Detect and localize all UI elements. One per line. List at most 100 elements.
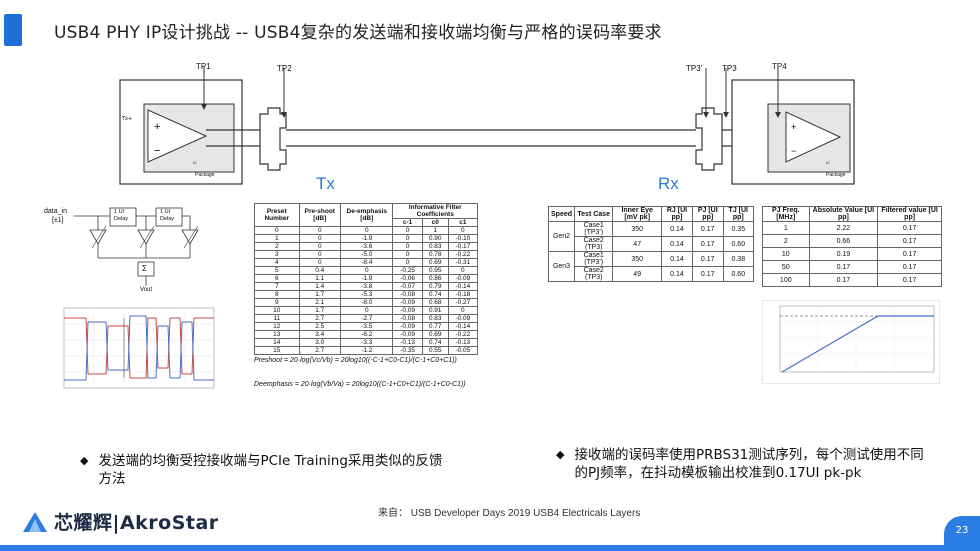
- table-cell: 0.14: [661, 221, 693, 237]
- svg-text:Tx+: Tx+: [121, 116, 132, 122]
- table-cell: -0.08: [392, 290, 423, 299]
- table-cell: 0.74: [421, 338, 449, 347]
- tap-c-1-icon: [89, 229, 107, 245]
- bullet-right: ◆ 接收端的误码率使用PRBS31测试序列，每个测试使用不同的PJ频率，在抖动模…: [556, 446, 946, 482]
- table-cell: 0: [340, 266, 394, 275]
- tx-amplifier-icon: [147, 109, 208, 163]
- link-diagram: + − Tx+ + −: [119, 66, 855, 185]
- table-cell: -0.35: [392, 346, 423, 355]
- table-cell: -0.09: [447, 314, 479, 323]
- jitter-mask-plot: [762, 300, 940, 384]
- table-cell: 0.69: [421, 258, 449, 267]
- ffe-delay1b: Delay: [114, 216, 129, 222]
- bullet-right-text: 接收端的误码率使用PRBS31测试序列，每个测试使用不同的PJ频率，在抖动模板输…: [574, 447, 924, 481]
- source-note: 来自： USB Developer Days 2019 USB4 Electri…: [378, 508, 641, 519]
- table-cell: 2: [762, 234, 810, 248]
- table-cell: 0: [298, 226, 342, 235]
- table-cell: -0.09: [392, 306, 423, 315]
- table-cell: 50: [762, 260, 810, 274]
- speed-table-header: Inner Eye [mV pk]: [612, 206, 663, 222]
- table-cell: 0: [392, 250, 423, 259]
- table-cell: 0.17: [808, 273, 879, 287]
- table-cell: 0.60: [722, 236, 755, 252]
- tp3p-label: TP3': [686, 64, 703, 73]
- table-cell: 0.17: [808, 260, 879, 274]
- table-cell: Case1 (TP3'): [574, 251, 614, 267]
- pj-table: PJ Freq. [MHz]Absolute Value [UI pp]Filt…: [762, 206, 942, 287]
- pj-table-header: Absolute Value [UI pp]: [808, 206, 879, 222]
- table-cell: 2.1: [298, 298, 342, 307]
- table-cell: Case1 (TP3'): [574, 221, 614, 237]
- table-cell: -8.4: [340, 258, 394, 267]
- diamond-bullet-icon: ◆: [556, 448, 565, 461]
- table-cell: 0: [340, 306, 394, 315]
- table-cell: 49: [612, 266, 663, 282]
- table-cell: 0: [392, 242, 423, 251]
- pj-table-container: PJ Freq. [MHz]Absolute Value [UI pp]Filt…: [762, 206, 942, 287]
- table-cell: -0.10: [447, 234, 479, 243]
- table-cell: 1: [254, 234, 300, 243]
- company-logo: 芯耀辉|AkroStar: [22, 508, 219, 535]
- svg-text:+: +: [791, 122, 796, 132]
- table-cell: -2.7: [340, 314, 394, 323]
- tx-label: Tx: [316, 174, 335, 193]
- table-cell: Case2 (TP3): [574, 266, 614, 282]
- table-cell: 0.79: [421, 282, 449, 291]
- table-cell: 13: [254, 330, 300, 339]
- tp2-label: TP2: [277, 64, 292, 73]
- table-cell: 0.83: [421, 314, 449, 323]
- table-cell: 0.90: [421, 234, 449, 243]
- table-cell: 0: [298, 258, 342, 267]
- table-cell: -0.09: [447, 274, 479, 283]
- table-cell: -8.0: [340, 298, 394, 307]
- table-cell: 0.83: [421, 242, 449, 251]
- table-cell: -5.0: [340, 250, 394, 259]
- table-cell: 0: [447, 226, 479, 235]
- table-cell: 0.38: [722, 251, 755, 267]
- table-cell: 2.7: [298, 314, 342, 323]
- ffe-delay2: 1 UI: [160, 209, 171, 215]
- speed-table-header: Speed: [547, 206, 576, 222]
- svg-text:+: +: [154, 121, 160, 133]
- table-cell: 8: [254, 290, 300, 299]
- table-cell: 0.14: [661, 251, 693, 267]
- preset-header-c-1: c-1: [392, 218, 423, 227]
- table-cell: 9: [254, 298, 300, 307]
- table-cell: 0.17: [691, 251, 724, 267]
- table-cell: 0.86: [421, 274, 449, 283]
- pj-table-header: Filtered value [UI pp]: [877, 206, 942, 222]
- table-cell: 0.35: [722, 221, 755, 237]
- table-cell: 0.60: [722, 266, 755, 282]
- table-cell: -0.06: [392, 274, 423, 283]
- table-cell: 14: [254, 338, 300, 347]
- tx-package-label: Package: [195, 172, 215, 178]
- ffe-pm1: [±1]: [52, 217, 64, 224]
- table-cell: 0.68: [421, 298, 449, 307]
- preset-header-c0: c0: [421, 218, 449, 227]
- table-cell: -0.09: [392, 298, 423, 307]
- table-cell: -0.14: [447, 322, 479, 331]
- formula-deemphasis: Deemphasis = 20·log(Vb/Va) = 20log10((C-…: [254, 381, 466, 388]
- table-cell: 0: [340, 226, 394, 235]
- table-cell: -0.17: [447, 242, 479, 251]
- preset-header-preshoot: Pre-shoot [dB]: [298, 203, 342, 227]
- table-cell: 10: [762, 247, 810, 261]
- table-cell: 0.74: [421, 290, 449, 299]
- table-cell: 0.95: [421, 266, 449, 275]
- table-cell: 0.14: [661, 266, 693, 282]
- rx-ic-label: IC: [826, 160, 830, 165]
- preset-header-c1: c1: [447, 218, 479, 227]
- table-cell: -0.07: [392, 282, 423, 291]
- table-cell: 0: [392, 226, 423, 235]
